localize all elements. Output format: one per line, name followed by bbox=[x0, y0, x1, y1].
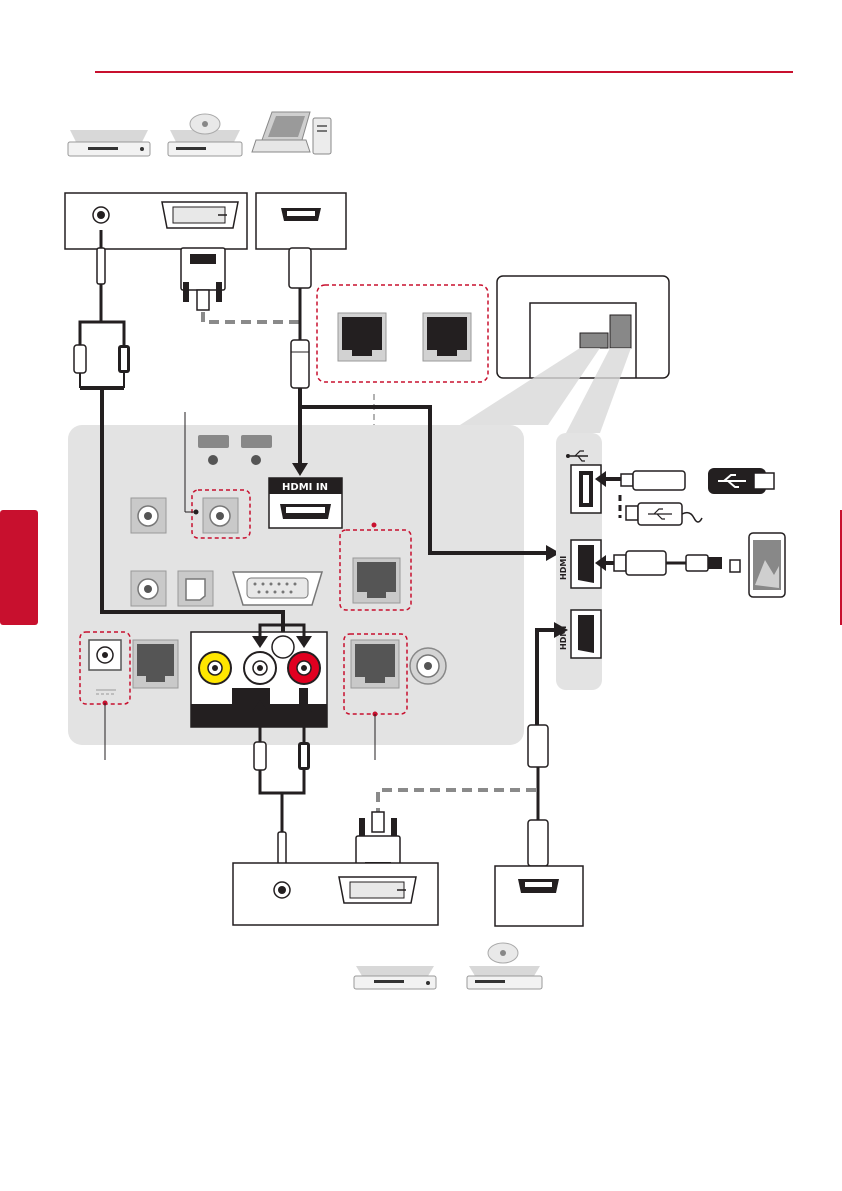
disc-player-icon bbox=[467, 943, 542, 989]
audio-jack-icon bbox=[93, 207, 109, 223]
rca-connector-icon bbox=[288, 652, 320, 684]
coaxial-port-icon bbox=[203, 498, 238, 533]
usb-symbol-icon bbox=[708, 468, 774, 494]
vga-port-icon bbox=[233, 572, 322, 605]
optical-port-icon bbox=[178, 571, 213, 606]
hdmi-source-box-bottom bbox=[495, 866, 583, 926]
disc-player-icon bbox=[168, 114, 242, 156]
lan-port-icon bbox=[423, 313, 471, 361]
usb-flash-drive-icon bbox=[595, 471, 685, 490]
coaxial-port-icon bbox=[410, 648, 446, 684]
coaxial-port-icon bbox=[131, 571, 166, 606]
dvi-connector-icon bbox=[162, 202, 238, 228]
lan-port-icon bbox=[338, 313, 386, 361]
mhl-cable bbox=[595, 551, 722, 575]
hdmi-cable-bottom bbox=[528, 725, 548, 866]
dvi-cable-top bbox=[181, 248, 225, 310]
desktop-tower-icon bbox=[313, 118, 331, 154]
side-tab bbox=[0, 510, 38, 625]
dvd-player-icon bbox=[68, 130, 150, 156]
hdmi-connector-icon bbox=[281, 208, 321, 221]
audio-cable-top bbox=[74, 230, 130, 388]
rca-connector-icon bbox=[199, 652, 231, 684]
lan-port-icon bbox=[133, 640, 178, 688]
dvi-connector-icon bbox=[339, 877, 416, 903]
lan-port-icon bbox=[353, 558, 400, 603]
smartphone-icon bbox=[730, 533, 785, 597]
coaxial-port-icon bbox=[131, 498, 166, 533]
hdmi-side-label-1: HDMI bbox=[559, 556, 568, 580]
hdmi-connector-icon bbox=[518, 879, 559, 893]
usb-port bbox=[571, 465, 601, 513]
rca-connector-icon bbox=[244, 652, 276, 684]
hdmi-cable-top bbox=[289, 248, 311, 388]
lan-port-icon bbox=[351, 640, 399, 688]
dvd-player-icon bbox=[354, 966, 436, 989]
laptop-computer-icon bbox=[252, 112, 310, 152]
usb-cable-icon bbox=[626, 503, 702, 525]
dvi-hdmi-dashed-link-bottom bbox=[378, 790, 538, 818]
dvi-hdmi-dashed-link-top bbox=[203, 312, 300, 322]
audio-jack-icon bbox=[274, 882, 290, 898]
hdmi-side-port-2 bbox=[571, 610, 601, 658]
hdmi-in-label: HDMI IN bbox=[282, 482, 328, 493]
